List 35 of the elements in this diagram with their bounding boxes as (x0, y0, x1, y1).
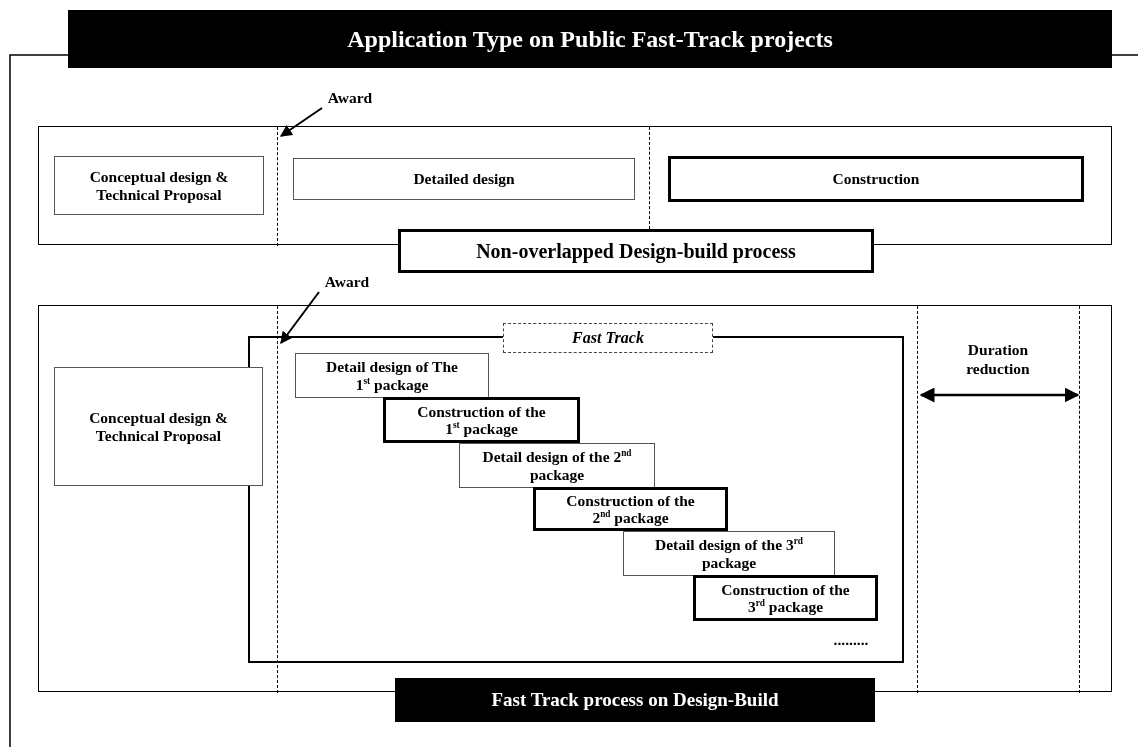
phase-text: Construction (832, 170, 920, 188)
arrow (280, 291, 320, 344)
phase-box (54, 367, 263, 486)
phase-box (623, 531, 835, 576)
phase-text: Construction of the 3$^{rd}$ package (720, 580, 851, 616)
construction-box (668, 156, 1084, 202)
process-panel (38, 305, 1112, 692)
phase-text: Conceptual design & Technical Proposal (88, 409, 229, 444)
title-banner: Application Type on Public Fast-Track projects (68, 10, 1112, 68)
phase-text: Construction of the 1$^{st}$ package (416, 402, 547, 438)
process-heading (395, 678, 875, 722)
continuation-dots: ......... (832, 630, 870, 650)
phase-text: Detail design of the 2$^{nd}$ package (482, 448, 632, 483)
process-panel (38, 126, 1112, 245)
fast-track-heading: Fast Track (503, 323, 713, 353)
phase-text: Conceptual design & Technical Proposal (88, 168, 230, 203)
phase-box (459, 443, 655, 488)
phase-text: Detailed design (413, 170, 515, 188)
phase-text: Detail design of the 3$^{rd}$ package (654, 536, 804, 571)
phase-text: Construction of the 2$^{nd}$ package (565, 491, 696, 527)
process-heading (398, 229, 874, 273)
phase-text: Detail design of The 1$^{st}$ package (325, 358, 459, 393)
arrow (280, 107, 323, 137)
heading-text: Fast Track process on Design-Build (491, 689, 779, 711)
phase-box (54, 156, 264, 215)
phase-text: Award (324, 273, 370, 291)
construction-box (693, 575, 878, 621)
heading-text: Non-overlapped Design-build process (476, 239, 796, 263)
construction-box (533, 487, 728, 531)
phase-box (295, 353, 489, 398)
double-arrow (919, 387, 1080, 403)
construction-box (383, 397, 580, 443)
phase-box (293, 158, 635, 200)
duration-label: Duration reduction (965, 340, 1031, 379)
phase-text: Award (327, 89, 373, 107)
